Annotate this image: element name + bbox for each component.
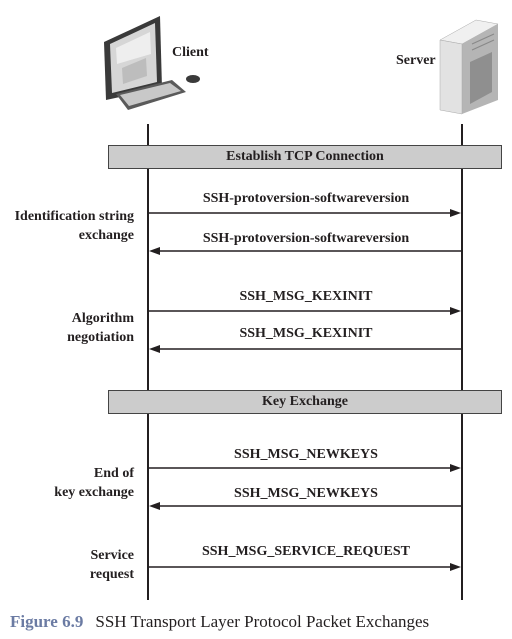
side-label-line: exchange xyxy=(78,228,134,243)
server-tower-icon xyxy=(439,19,499,115)
side-label-line: request xyxy=(89,567,134,582)
figure-caption: Figure 6.9 SSH Transport Layer Protocol P… xyxy=(10,612,429,632)
message-label: SSH_MSG_NEWKEYS xyxy=(234,447,378,462)
side-label-line: key exchange xyxy=(54,485,134,500)
message-label: SSH-protoversion-softwareversion xyxy=(202,191,410,206)
side-label-identification: Identification string exchange xyxy=(15,207,134,245)
message-label: SSH_MSG_NEWKEYS xyxy=(234,486,378,501)
message-arrow xyxy=(149,209,461,217)
message-arrow xyxy=(149,345,461,353)
message-label: SSH_MSG_SERVICE_REQUEST xyxy=(201,544,410,559)
client-computer-icon xyxy=(104,16,200,110)
phase-tcp-connection: Establish TCP Connection xyxy=(108,145,502,169)
figure-number: Figure 6.9 xyxy=(10,612,84,631)
client-label: Client xyxy=(172,45,209,60)
message-label: SSH-protoversion-softwareversion xyxy=(202,231,410,246)
side-label-line: Identification string xyxy=(14,209,134,224)
message-arrow xyxy=(149,307,461,315)
side-label-algorithm: Algorithm negotiation xyxy=(67,309,134,347)
side-label-line: Algorithm xyxy=(71,311,134,326)
side-label-line: Service xyxy=(90,548,134,563)
side-label-line: End of xyxy=(93,466,134,481)
phase-label: Key Exchange xyxy=(262,394,348,409)
message-arrow xyxy=(149,563,461,571)
phase-key-exchange: Key Exchange xyxy=(108,390,502,414)
side-label-end-of-key-exchange: End of key exchange xyxy=(54,464,134,502)
message-label: SSH_MSG_KEXINIT xyxy=(239,289,373,304)
server-label: Server xyxy=(396,53,436,68)
message-arrow xyxy=(149,247,461,255)
message-arrow xyxy=(149,502,461,510)
message-arrow xyxy=(149,464,461,472)
side-label-service-request: Service request xyxy=(90,546,134,584)
figure-title: SSH Transport Layer Protocol Packet Exch… xyxy=(95,612,430,631)
side-label-line: negotiation xyxy=(67,330,134,345)
phase-label: Establish TCP Connection xyxy=(226,149,384,164)
message-label: SSH_MSG_KEXINIT xyxy=(239,326,373,341)
